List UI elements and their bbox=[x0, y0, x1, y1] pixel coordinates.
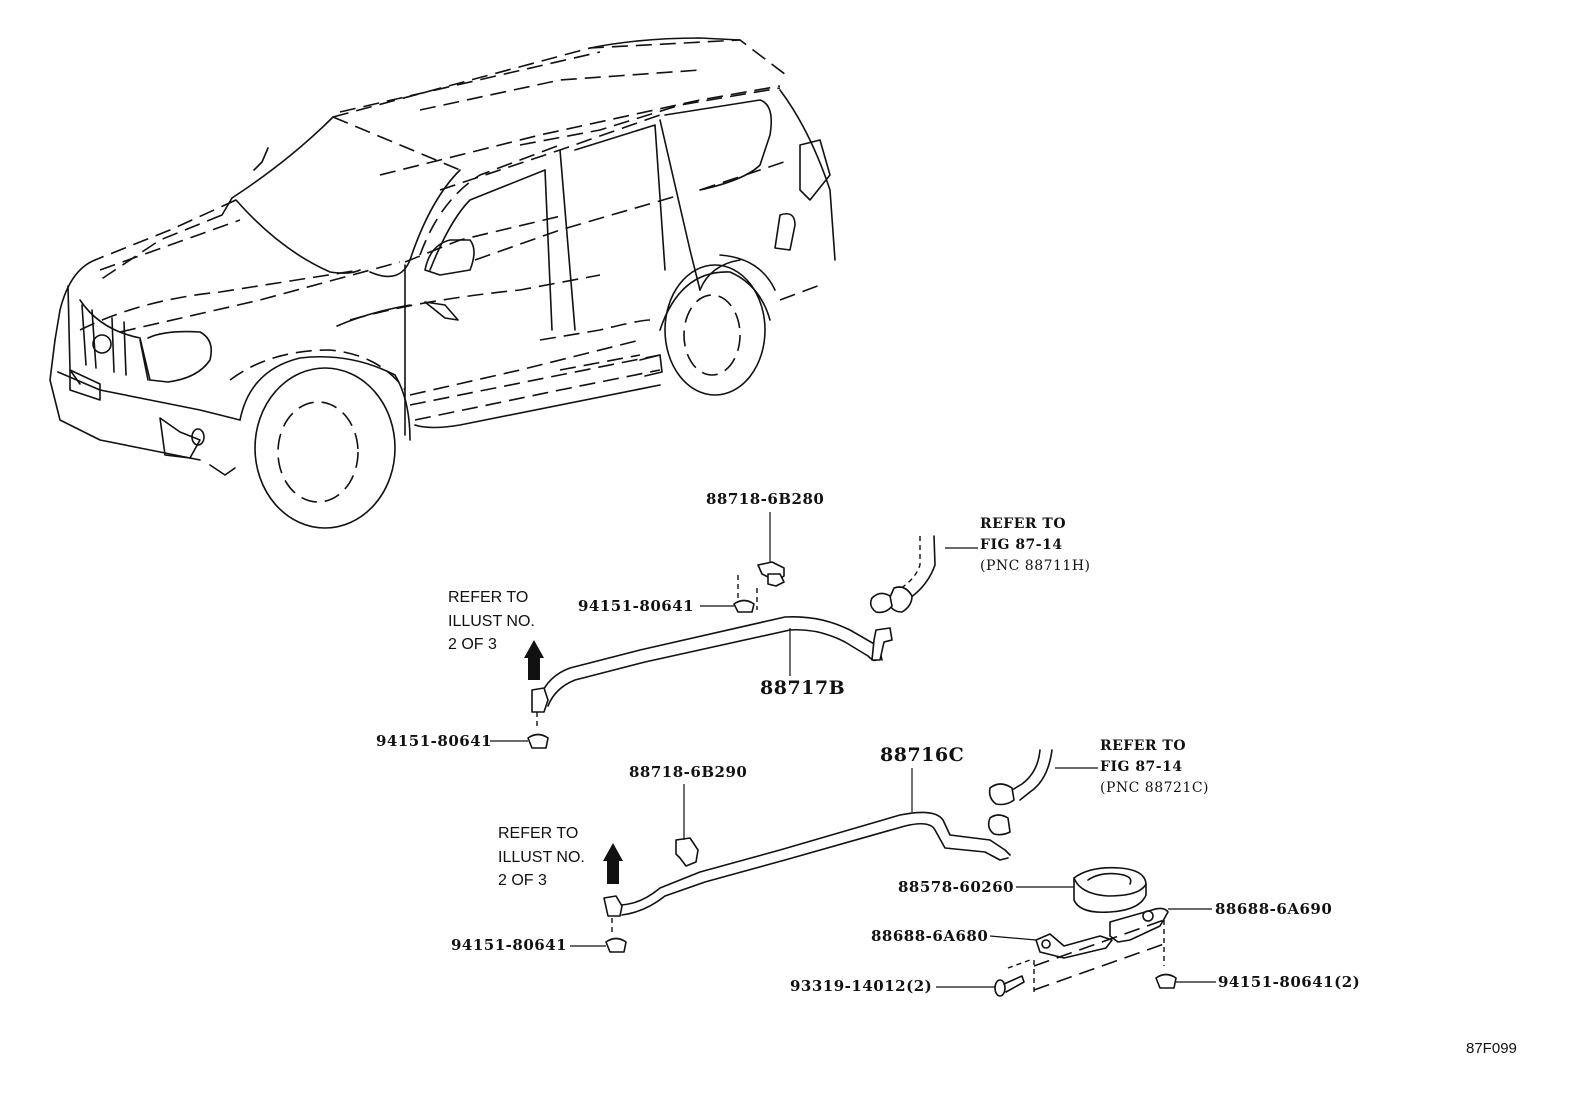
callout-grommet-88578-60260[interactable]: 88578-60260 bbox=[898, 878, 1015, 896]
clamp-lower-left bbox=[603, 895, 623, 936]
illust-line3: 2 OF 3 bbox=[498, 872, 547, 889]
hose-fitting-upper bbox=[869, 535, 936, 614]
refer-line3: (PNC 88721C) bbox=[1100, 780, 1210, 796]
arrow-up-icon bbox=[603, 843, 623, 884]
refer-illust-lower[interactable]: REFER TO ILLUST NO. 2 OF 3 bbox=[498, 822, 585, 893]
callout-pipe-88717b[interactable]: 88717B bbox=[760, 677, 846, 699]
vehicle-illustration bbox=[49, 37, 836, 529]
illust-line1: REFER TO bbox=[498, 825, 579, 842]
refer-line1: REFER TO bbox=[980, 516, 1067, 532]
callout-clamp-88718-6b290[interactable]: 88718-6B290 bbox=[629, 763, 748, 781]
illust-line1: REFER TO bbox=[448, 589, 529, 606]
illust-line3: 2 OF 3 bbox=[448, 636, 497, 653]
mounting-dashed-box bbox=[1007, 919, 1165, 994]
nut-icon bbox=[1155, 973, 1177, 989]
refer-fig-87-14-lower[interactable]: REFER TO FIG 87-14 (PNC 88721C) bbox=[1100, 736, 1209, 799]
bracket-88688-6a680 bbox=[1035, 933, 1113, 959]
illust-line2: ILLUST NO. bbox=[498, 848, 585, 866]
pipe-88716c bbox=[617, 811, 1011, 916]
arrow-up-icon bbox=[524, 640, 544, 680]
refer-line2: FIG 87-14 bbox=[1100, 759, 1183, 775]
callout-nut-94151-80641[interactable]: 94151-80641 bbox=[451, 936, 568, 954]
grommet-88578-60260 bbox=[1073, 866, 1147, 914]
refer-illust-upper[interactable]: REFER TO ILLUST NO. 2 OF 3 bbox=[448, 586, 535, 657]
callout-nut-94151-80641-x2[interactable]: 94151-80641(2) bbox=[1218, 973, 1361, 991]
callout-nut-94151-80641[interactable]: 94151-80641 bbox=[376, 732, 493, 750]
refer-line2: FIG 87-14 bbox=[980, 537, 1063, 553]
clamp-88718-6b290 bbox=[675, 837, 699, 867]
figure-id: 87F099 bbox=[1466, 1040, 1517, 1057]
callout-pipe-88716c[interactable]: 88716C bbox=[880, 744, 965, 766]
pipe-88717b bbox=[539, 615, 893, 707]
refer-line3: (PNC 88711H) bbox=[980, 558, 1091, 574]
nut-icon bbox=[527, 733, 549, 749]
callout-screw-93319-14012[interactable]: 93319-14012(2) bbox=[790, 977, 933, 995]
callout-bracket-88688-6a690[interactable]: 88688-6A690 bbox=[1215, 900, 1333, 918]
clamp-upper-left bbox=[531, 687, 549, 730]
refer-fig-87-14-upper[interactable]: REFER TO FIG 87-14 (PNC 88711H) bbox=[980, 514, 1091, 577]
nut-icon bbox=[605, 937, 627, 953]
clamp-88718-6b280 bbox=[737, 561, 785, 610]
refer-line1: REFER TO bbox=[1100, 738, 1187, 754]
callout-clamp-88718-6b280[interactable]: 88718-6B280 bbox=[706, 490, 825, 508]
illust-line2: ILLUST NO. bbox=[448, 612, 535, 630]
hose-fitting-lower bbox=[987, 749, 1053, 836]
bracket-88688-6a690 bbox=[1109, 907, 1169, 943]
callout-nut-94151-80641[interactable]: 94151-80641 bbox=[578, 597, 695, 615]
screw-icon bbox=[994, 975, 1025, 997]
callout-bracket-88688-6a680[interactable]: 88688-6A680 bbox=[871, 927, 989, 945]
nut-icon bbox=[733, 599, 755, 613]
leader-lines bbox=[490, 512, 1216, 988]
